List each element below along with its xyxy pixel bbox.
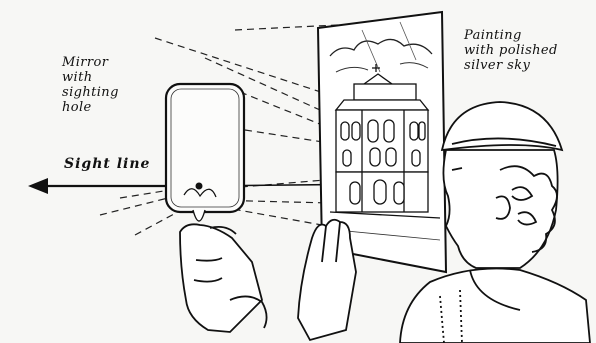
mirror-label: Mirror with sighting hole (62, 55, 152, 115)
sighting-hole-icon (196, 183, 203, 190)
painting-label: Painting with polished silver sky (464, 28, 594, 73)
sight-line-label: Sight line (64, 157, 150, 172)
